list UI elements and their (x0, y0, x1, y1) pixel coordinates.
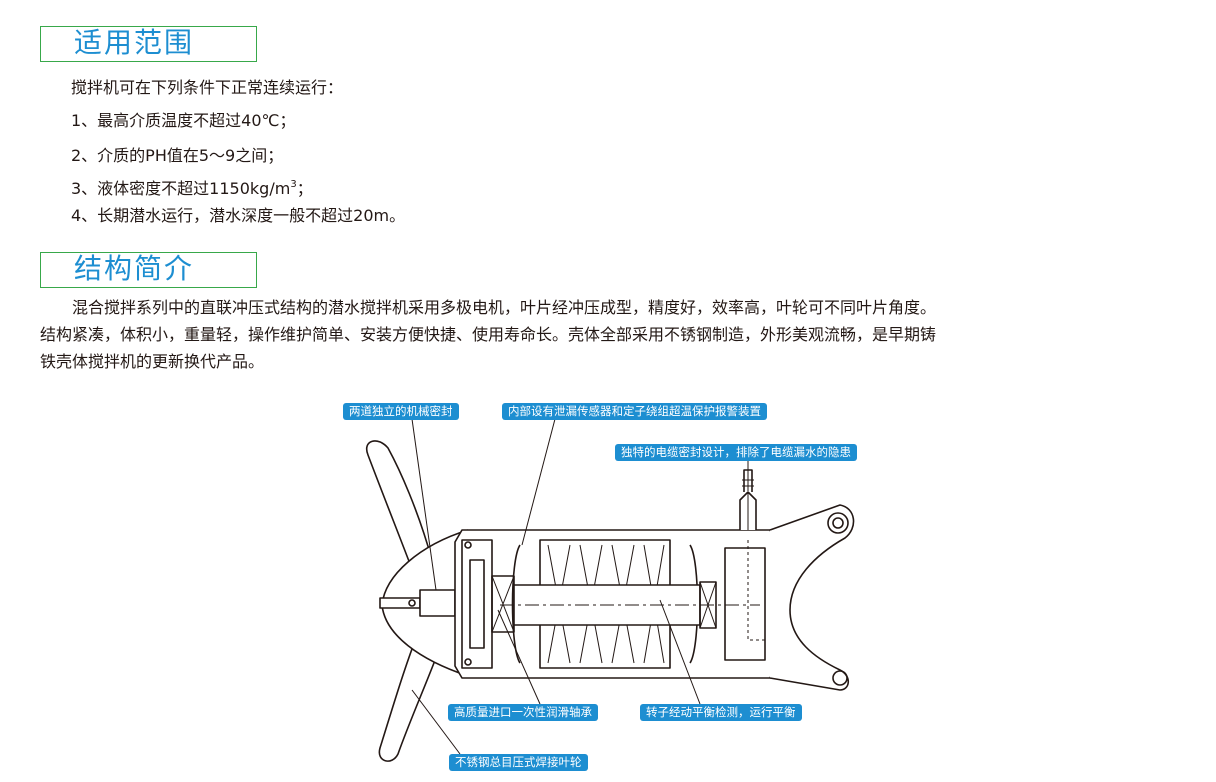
scope-item-3-text: 3、液体密度不超过1150kg/m (71, 179, 291, 198)
section-title-structure: 结构简介 (74, 252, 195, 285)
scope-item-3: 3、液体密度不超过1150kg/m3； (71, 178, 313, 200)
structure-line-1: 混合搅拌系列中的直联冲压式结构的潜水搅拌机采用多极电机，叶片经冲压成型，精度好，… (40, 298, 937, 317)
superscript-3: 3 (290, 179, 297, 190)
callout-rotor-balance: 转子经动平衡检测，运行平衡 (640, 704, 802, 721)
structure-line-2: 结构紧凑，体积小，重量轻，操作维护简单、安装方便快捷、使用寿命长。壳体全部采用不… (40, 325, 937, 344)
scope-intro: 搅拌机可在下列条件下正常连续运行： (71, 78, 344, 97)
scope-item-2: 2、介质的PH值在5～9之间； (71, 146, 284, 165)
callout-impeller: 不锈钢总目压式焊接叶轮 (449, 754, 588, 771)
scope-item-3-end: ； (296, 179, 313, 198)
scope-item-1: 1、最高介质温度不超过40℃； (71, 111, 296, 130)
section-title-box-structure (40, 252, 257, 288)
callout-mechanical-seal: 两道独立的机械密封 (343, 403, 459, 420)
callout-cable-seal: 独特的电缆密封设计，排除了电缆漏水的隐患 (615, 444, 857, 461)
section-title-box-scope (40, 26, 257, 62)
structure-line-3: 铁壳体搅拌机的更新换代产品。 (40, 352, 265, 371)
scope-item-4: 4、长期潜水运行，潜水深度一般不超过20m。 (71, 206, 406, 225)
callout-leak-sensor: 内部设有泄漏传感器和定子绕组超温保护报警装置 (502, 403, 767, 420)
callout-bearing: 高质量进口一次性润滑轴承 (448, 704, 598, 721)
section-title-scope: 适用范围 (74, 26, 195, 59)
